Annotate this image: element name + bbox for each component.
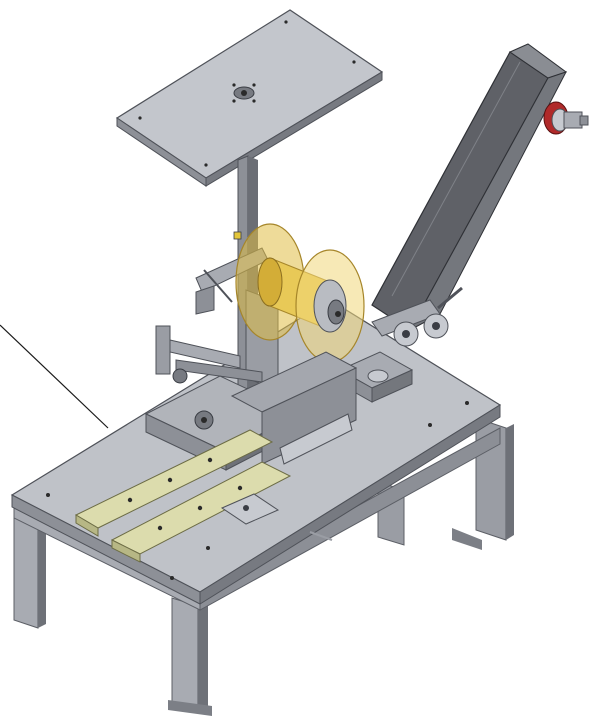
feed-rail-upper bbox=[74, 429, 274, 537]
inclined-chute bbox=[371, 43, 568, 332]
pinch-arm-mechanism bbox=[155, 325, 263, 384]
front-left-leg bbox=[13, 504, 46, 629]
under-table-cable bbox=[309, 531, 333, 541]
callout-leader-line bbox=[0, 324, 109, 429]
chute-feed-rollers bbox=[371, 286, 463, 347]
front-right-leg bbox=[168, 597, 212, 716]
chute-motor bbox=[543, 101, 589, 135]
feed-rail-lower bbox=[110, 461, 292, 563]
base-mount-plate bbox=[220, 493, 280, 525]
tape-spool bbox=[235, 223, 365, 363]
